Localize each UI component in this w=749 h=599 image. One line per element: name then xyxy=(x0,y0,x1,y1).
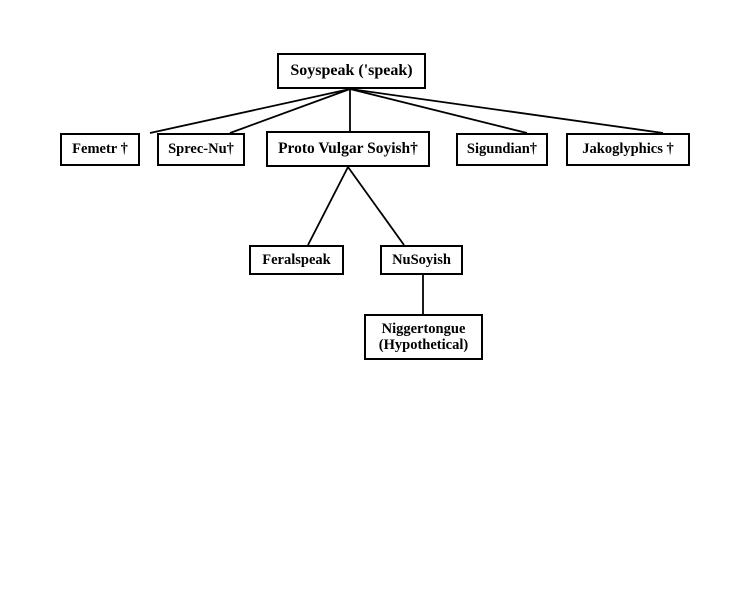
node-label-sprec-nu: Sprec-Nu† xyxy=(168,141,234,158)
edge-soyspeak-femetr xyxy=(149,88,351,134)
node-label-niggertongue: Niggertongue (Hypothetical) xyxy=(378,320,469,353)
node-sprec-nu[interactable]: Sprec-Nu† xyxy=(157,133,245,166)
node-label-nusoyish: NuSoyish xyxy=(392,251,451,268)
node-proto-vulgar-soyish[interactable]: Proto Vulgar Soyish† xyxy=(266,131,430,167)
edge-proto-vulgar-soyish-feralspeak xyxy=(307,166,349,246)
node-jakoglyphics[interactable]: Jakoglyphics † xyxy=(566,133,690,166)
node-label-femetr: Femetr † xyxy=(72,141,128,158)
edge-proto-vulgar-soyish-nusoyish xyxy=(347,166,405,246)
node-label-sigundian: Sigundian† xyxy=(466,141,538,158)
node-nusoyish[interactable]: NuSoyish xyxy=(380,245,463,275)
node-sigundian[interactable]: Sigundian† xyxy=(456,133,548,166)
node-femetr[interactable]: Femetr † xyxy=(60,133,140,166)
edge-soyspeak-jakoglyphics xyxy=(349,88,664,134)
node-niggertongue[interactable]: Niggertongue (Hypothetical) xyxy=(364,314,483,360)
node-feralspeak[interactable]: Feralspeak xyxy=(249,245,344,275)
edge-soyspeak-sprec-nu xyxy=(229,88,351,134)
node-label-soyspeak: Soyspeak ('speak) xyxy=(290,62,413,80)
node-label-feralspeak: Feralspeak xyxy=(262,251,331,268)
node-soyspeak[interactable]: Soyspeak ('speak) xyxy=(277,53,426,89)
node-label-jakoglyphics: Jakoglyphics † xyxy=(582,141,674,158)
edge-soyspeak-sigundian xyxy=(349,88,528,134)
node-label-proto-vulgar-soyish: Proto Vulgar Soyish† xyxy=(278,140,418,158)
